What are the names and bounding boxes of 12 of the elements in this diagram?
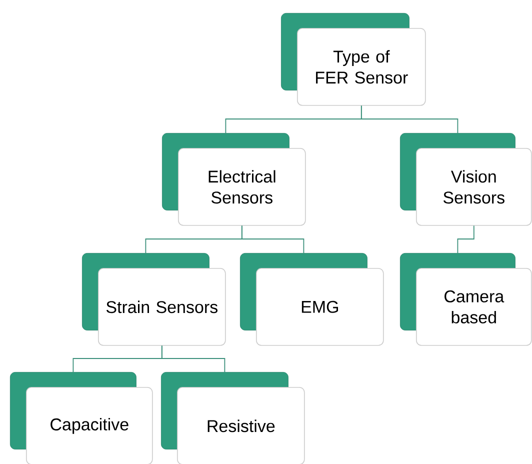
sensor-card: Type of FER Sensor [281, 13, 426, 106]
sensor-card: Strain Sensors [82, 253, 226, 346]
connector-line [457, 225, 474, 254]
connector-line [360, 105, 458, 134]
connector-line [241, 225, 304, 254]
sensor-card: Capacitive [10, 372, 153, 464]
sensor-card: Resistive [161, 372, 305, 464]
sensor-card: Vision Sensors [400, 133, 532, 226]
sensor-card: Electrical Sensors [162, 133, 306, 226]
sensor-card: EMG [240, 253, 384, 346]
connector-line [161, 345, 226, 372]
sensor-card: Camera based [400, 253, 532, 346]
